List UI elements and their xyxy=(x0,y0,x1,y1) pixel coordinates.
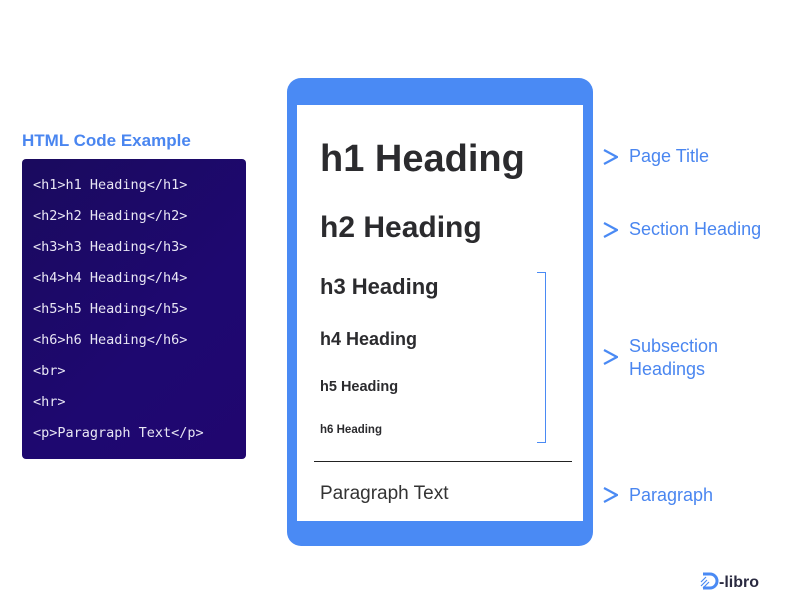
label-subsection-headings: Subsection Headings xyxy=(629,335,718,381)
code-line: <h2>h2 Heading</h2> xyxy=(33,208,188,224)
label-paragraph: Paragraph xyxy=(629,485,714,505)
h5-heading: h5 Heading xyxy=(320,379,399,395)
code-line: <h4>h4 Heading</h4> xyxy=(33,270,188,286)
label-page-title: Page Title xyxy=(629,146,710,166)
phone-screen xyxy=(297,105,583,521)
label-section-heading: Section Heading xyxy=(629,219,762,239)
code-line: <h5>h5 Heading</h5> xyxy=(33,301,188,317)
svg-text:-libro: -libro xyxy=(719,574,759,591)
h1-heading: h1 Heading xyxy=(320,138,525,180)
h6-heading: h6 Heading xyxy=(320,424,382,436)
code-line: <h1>h1 Heading</h1> xyxy=(33,177,188,193)
subsection-bracket xyxy=(537,272,546,443)
code-block: <h1>h1 Heading</h1> <h2>h2 Heading</h2> … xyxy=(22,159,246,459)
arrow-icon xyxy=(548,149,618,165)
arrow-icon xyxy=(548,487,618,503)
label-line: Subsection xyxy=(629,336,719,356)
arrow-icon xyxy=(548,222,618,238)
h2-heading: h2 Heading xyxy=(320,211,482,244)
horizontal-rule xyxy=(314,461,572,462)
label-line: Headings xyxy=(629,359,706,379)
paragraph-text: Paragraph Text xyxy=(320,483,449,504)
code-line: <h6>h6 Heading</h6> xyxy=(33,332,188,348)
h4-heading: h4 Heading xyxy=(320,329,418,349)
code-line: <hr> xyxy=(33,394,66,410)
code-example-title: HTML Code Example xyxy=(22,131,191,150)
code-line: <br> xyxy=(33,363,66,379)
code-line: <h3>h3 Heading</h3> xyxy=(33,239,188,255)
h3-heading: h3 Heading xyxy=(320,274,439,299)
dlibro-logo: -libro xyxy=(700,572,759,591)
arrow-icon xyxy=(548,349,618,365)
code-line: <p>Paragraph Text</p> xyxy=(33,425,204,441)
